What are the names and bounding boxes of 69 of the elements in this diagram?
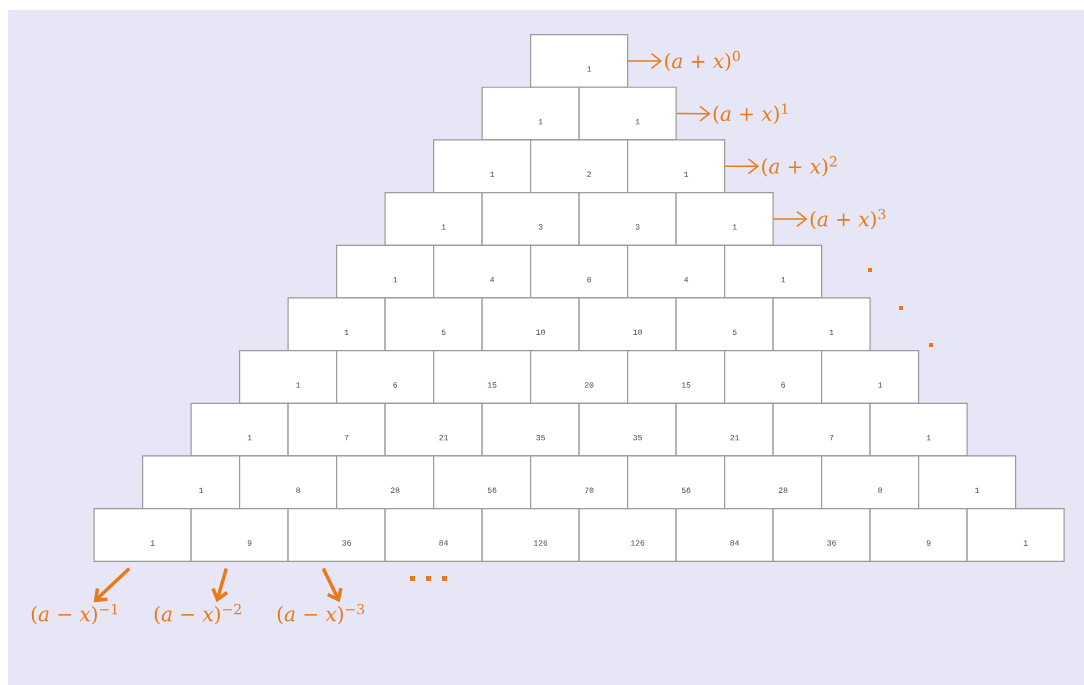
number-cell: 7 — [287, 402, 386, 457]
arrow — [211, 568, 229, 603]
number-cell: 9 — [869, 508, 968, 562]
number-cell: 126 — [481, 508, 580, 562]
number-cell: 1 — [869, 402, 968, 457]
number-cell: 2 — [530, 139, 629, 194]
number-cell: 5 — [384, 297, 483, 352]
number-cell: 28 — [336, 455, 435, 510]
arrow — [772, 210, 808, 228]
number-cell: 1 — [578, 86, 677, 141]
formula-label: (a + x)$^{0}$ — [665, 50, 740, 72]
number-cell: 1 — [772, 297, 871, 352]
number-cell: 36 — [287, 508, 386, 562]
number-cell: 1 — [675, 192, 774, 246]
formula-label: (a − x)$^{−1}$ — [31, 603, 118, 625]
arrow — [724, 158, 759, 175]
number-cell: 8 — [239, 455, 338, 510]
number-cell: 1 — [966, 508, 1065, 562]
number-cell: 3 — [481, 192, 580, 246]
number-cell: 1 — [481, 86, 580, 141]
number-cell: 8 — [821, 455, 920, 510]
formula-label: (a + x)$^{3}$ — [810, 208, 886, 230]
arrow — [321, 567, 343, 603]
formula-label: (a − x)$^{−2}$ — [154, 603, 241, 625]
formula-label: (a + x)$^{1}$ — [713, 103, 788, 124]
arrow — [675, 105, 711, 122]
number-cell: 36 — [772, 508, 871, 562]
number-cell: 1 — [384, 192, 483, 246]
number-cell: 56 — [433, 455, 532, 510]
number-cell: 6 — [336, 350, 435, 404]
number-cell: 21 — [384, 402, 483, 457]
number-cell: 21 — [675, 402, 774, 457]
number-cell: 4 — [433, 244, 532, 299]
number-cell: 56 — [627, 455, 726, 510]
number-cell: 1 — [433, 139, 532, 194]
formula-label: (a − x)$^{−3}$ — [277, 603, 365, 625]
number-cell: 7 — [772, 402, 871, 457]
number-cell: 1 — [287, 297, 386, 352]
number-cell: 126 — [578, 508, 677, 562]
arrow — [93, 567, 131, 603]
number-cell: 1 — [821, 350, 920, 404]
number-cell: 28 — [724, 455, 823, 510]
number-cell: 1 — [142, 455, 241, 510]
number-cell: 1 — [530, 34, 629, 88]
number-cell: 1 — [190, 402, 289, 457]
arrow — [627, 52, 662, 70]
number-cell: 84 — [384, 508, 483, 562]
number-cell: 35 — [481, 402, 580, 457]
number-cell: 84 — [675, 508, 774, 562]
number-cell: 1 — [724, 244, 823, 299]
number-cell: 4 — [627, 244, 726, 299]
number-cell: 1 — [918, 455, 1017, 510]
number-cell: 35 — [578, 402, 677, 457]
number-cell: 70 — [530, 455, 629, 510]
number-cell: 15 — [627, 350, 726, 404]
number-cell: 5 — [675, 297, 774, 352]
number-cell: 20 — [530, 350, 629, 404]
number-cell: 1 — [627, 139, 726, 194]
number-cell: 10 — [578, 297, 677, 352]
number-cell: 9 — [190, 508, 289, 562]
number-cell: 1 — [239, 350, 338, 404]
number-cell: 1 — [93, 508, 192, 562]
number-cell: 6 — [530, 244, 629, 299]
number-cell: 6 — [724, 350, 823, 404]
number-cell: 3 — [578, 192, 677, 246]
number-cell: 10 — [481, 297, 580, 352]
number-cell: 15 — [433, 350, 532, 404]
formula-label: (a + x)$^{2}$ — [762, 156, 837, 177]
number-cell: 1 — [336, 244, 435, 299]
